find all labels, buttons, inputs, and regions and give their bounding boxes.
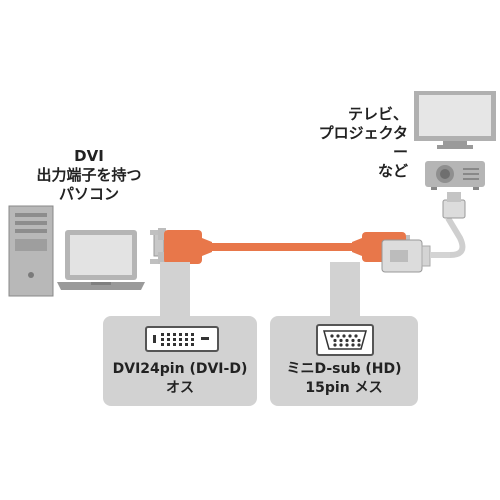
- vga-info-box: ミニD-sub (HD) 15pin メス: [270, 316, 418, 406]
- dvi-connector-name: DVI24pin (DVI-D): [112, 361, 248, 377]
- cable-wire: [202, 243, 352, 251]
- display-label-line-1: テレビ、: [347, 105, 408, 123]
- dvi-connector-icon: [145, 326, 219, 352]
- display-label-line-2: プロジェクター: [318, 124, 408, 161]
- dvi-plug: [150, 228, 212, 264]
- display-side-connector: [381, 216, 466, 273]
- dvi-info-text: DVI24pin (DVI-D) オス: [103, 360, 257, 398]
- pc-label: DVI 出力端子を持つ パソコン: [34, 147, 144, 204]
- projector-icon: [425, 161, 485, 190]
- vga-info-text: ミニD-sub (HD) 15pin メス: [270, 360, 418, 398]
- vga-connector-gender: 15pin メス: [305, 380, 383, 396]
- vga-leader: [330, 262, 360, 316]
- projector-side-connector: [442, 192, 466, 219]
- vga-connector-icon: [316, 324, 374, 356]
- cable-assembly: [150, 192, 466, 273]
- pc-label-line-1: DVI: [74, 147, 104, 165]
- dvi-connector-gender: オス: [166, 380, 194, 396]
- laptop-icon: [57, 230, 145, 290]
- television-icon: [414, 91, 496, 149]
- display-label-line-3: など: [377, 162, 408, 180]
- dvi-leader: [160, 262, 190, 316]
- display-label: テレビ、 プロジェクター など: [318, 105, 408, 181]
- pc-label-line-2: 出力端子を持つ: [36, 166, 142, 184]
- dvi-info-box: DVI24pin (DVI-D) オス: [103, 316, 257, 406]
- vga-connector-name: ミニD-sub (HD): [286, 361, 402, 377]
- pc-label-line-3: パソコン: [58, 185, 119, 203]
- desktop-tower-icon: [8, 205, 54, 297]
